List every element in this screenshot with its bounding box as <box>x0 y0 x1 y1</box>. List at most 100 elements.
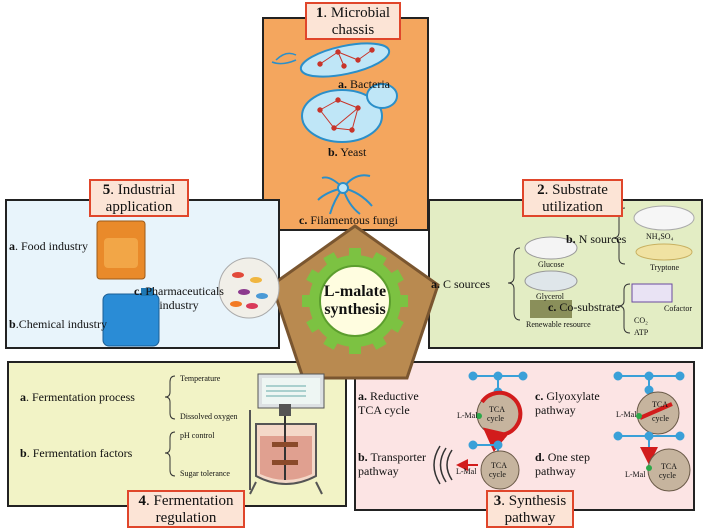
pharmaceuticals-text2: industry <box>159 298 199 312</box>
n-sources-letter: b. <box>566 232 576 246</box>
fungi-text: Filamentous fungi <box>310 213 398 227</box>
panel4-title-num: 4 <box>138 493 147 509</box>
tca-a-label2: cycle <box>487 414 504 423</box>
nh4so4-image <box>633 205 695 231</box>
panel3-title: 3. Synthesis pathway <box>486 490 574 528</box>
panel5-title-num: 5 <box>102 182 111 198</box>
panel3-title-num: 3 <box>493 493 502 509</box>
bacteria-icon <box>271 42 391 78</box>
co-substrate-label: c. Co-substrate <box>548 301 620 313</box>
yeast-text: Yeast <box>340 145 367 159</box>
lmal-a-label: L-Mal <box>457 411 478 420</box>
bacteria-text: Bacteria <box>350 77 390 91</box>
co-substrate-text: Co-substrate <box>559 300 620 314</box>
chemical-industry-image <box>102 293 160 347</box>
panel5-title-line2: application <box>105 199 173 215</box>
panel2-title-line2: utilization <box>542 199 603 215</box>
pharmaceuticals-text1: Pharmaceuticals <box>145 284 224 298</box>
pathway-c-label: c. Glyoxylate pathway <box>535 389 600 417</box>
pathway-b-letter: b. <box>358 450 368 464</box>
fermentation-process-text: . Fermentation process <box>26 390 135 404</box>
tca-b-label1: TCA <box>491 461 507 470</box>
lmal-c-label: L-Mal <box>616 410 637 419</box>
fermentation-process-letter: a <box>20 390 26 404</box>
n-sources-text: N sources <box>578 232 627 246</box>
nh4so4-label: NH₄SO₄ <box>646 232 674 241</box>
temperature-label: Temperature <box>180 374 221 383</box>
fermentation-factors-text: . Fermentation factors <box>26 446 133 460</box>
panel1-title-num: 1 <box>315 5 324 21</box>
tca-b-label2: cycle <box>489 470 506 479</box>
fermentation-factors-label: b. Fermentation factors <box>20 447 132 459</box>
fungi-label: c. Filamentous fungi <box>299 214 398 226</box>
chemical-industry-label: b.Chemical industry <box>9 318 107 330</box>
chemical-industry-letter: b <box>9 317 16 331</box>
panel1-title: 1. Microbial chassis <box>305 2 401 40</box>
pathway-c-diagram <box>613 371 685 435</box>
pathway-b-text2: pathway <box>358 464 399 478</box>
center-title-line1: L-malate <box>323 283 387 300</box>
glycerol-label: Glycerol <box>536 292 564 301</box>
pathway-a-text2: TCA cycle <box>358 403 410 417</box>
pathway-a-text1: Reductive <box>370 389 419 403</box>
bacteria-label: a. Bacteria <box>338 78 390 90</box>
panel2-title-text: . Substrate <box>544 182 608 198</box>
co2-label: CO₂ <box>634 316 648 325</box>
panel1-title-text: . Microbial <box>323 5 391 21</box>
pathway-d-letter: d. <box>535 450 545 464</box>
c-sources-label: a. C sources <box>431 278 490 290</box>
pathway-c-text2: pathway <box>535 403 576 417</box>
pharmaceuticals-image <box>218 257 280 319</box>
pathway-b-label: b. Transporter pathway <box>358 450 426 478</box>
food-industry-label: a. Food industry <box>9 240 88 252</box>
bacteria-letter: a. <box>338 77 347 91</box>
glucose-label: Glucose <box>538 260 565 269</box>
panel2-title-num: 2 <box>537 182 545 198</box>
c-sources-letter: a. <box>431 277 440 291</box>
pathway-d-label: d. One step pathway <box>535 450 590 478</box>
panel3-title-line2: pathway <box>504 510 556 526</box>
panel4-title-line2: regulation <box>155 510 217 526</box>
pathway-a-label: a. Reductive TCA cycle <box>358 389 419 417</box>
fermentation-process-label: a. Fermentation process <box>20 391 135 403</box>
pathway-c-text1: Glyoxylate <box>546 389 600 403</box>
renewable-resource-label: Renewable resource <box>526 320 591 329</box>
ph-control-label: pH control <box>180 431 215 440</box>
panel4-title-text: . Fermentation <box>146 493 234 509</box>
lmal-b-label: L-Mal <box>456 467 477 476</box>
panel5-title-text: . Industrial <box>110 182 176 198</box>
tryptone-image <box>635 243 693 261</box>
n-sources-label: b. N sources <box>566 233 626 245</box>
fermentation-factors-brace <box>164 431 176 477</box>
panel4-title: 4. Fermentation regulation <box>127 490 245 528</box>
yeast-letter: b. <box>328 145 338 159</box>
renewable-resource-image <box>530 300 572 318</box>
food-industry-text: . Food industry <box>15 239 89 253</box>
dissolved-oxygen-label: Dissolved oxygen <box>180 412 238 421</box>
pathway-c-letter: c. <box>535 389 544 403</box>
pharmaceuticals-label: c. Pharmaceuticals industry <box>134 284 224 312</box>
pathway-d-diagram <box>613 431 691 492</box>
chemical-industry-text: .Chemical industry <box>15 317 108 331</box>
gear-icon <box>302 248 408 354</box>
glucose-image <box>524 236 578 260</box>
tca-c-label2: cycle <box>652 414 669 423</box>
sugar-tolerance-label: Sugar tolerance <box>180 469 230 478</box>
cofactor-label: Cofactor <box>664 304 692 313</box>
co-substrate-brace <box>617 283 631 334</box>
tca-d-label2: cycle <box>659 471 676 480</box>
tca-c-label1: TCA <box>652 400 668 409</box>
yeast-label: b. Yeast <box>328 146 366 158</box>
glycerol-image <box>524 270 578 292</box>
pathway-a-diagram <box>468 371 528 452</box>
pharmaceuticals-letter: c. <box>134 284 143 298</box>
food-industry-letter: a <box>9 239 15 253</box>
center-title-line2: synthesis <box>324 301 386 318</box>
filamentous-fungi-icon <box>317 174 373 215</box>
tryptone-label: Tryptone <box>650 263 680 272</box>
fermentation-process-brace <box>164 375 176 420</box>
fungi-letter: c. <box>299 213 308 227</box>
pathway-b-text1: Transporter <box>370 450 427 464</box>
co-substrate-letter: c. <box>548 300 557 314</box>
